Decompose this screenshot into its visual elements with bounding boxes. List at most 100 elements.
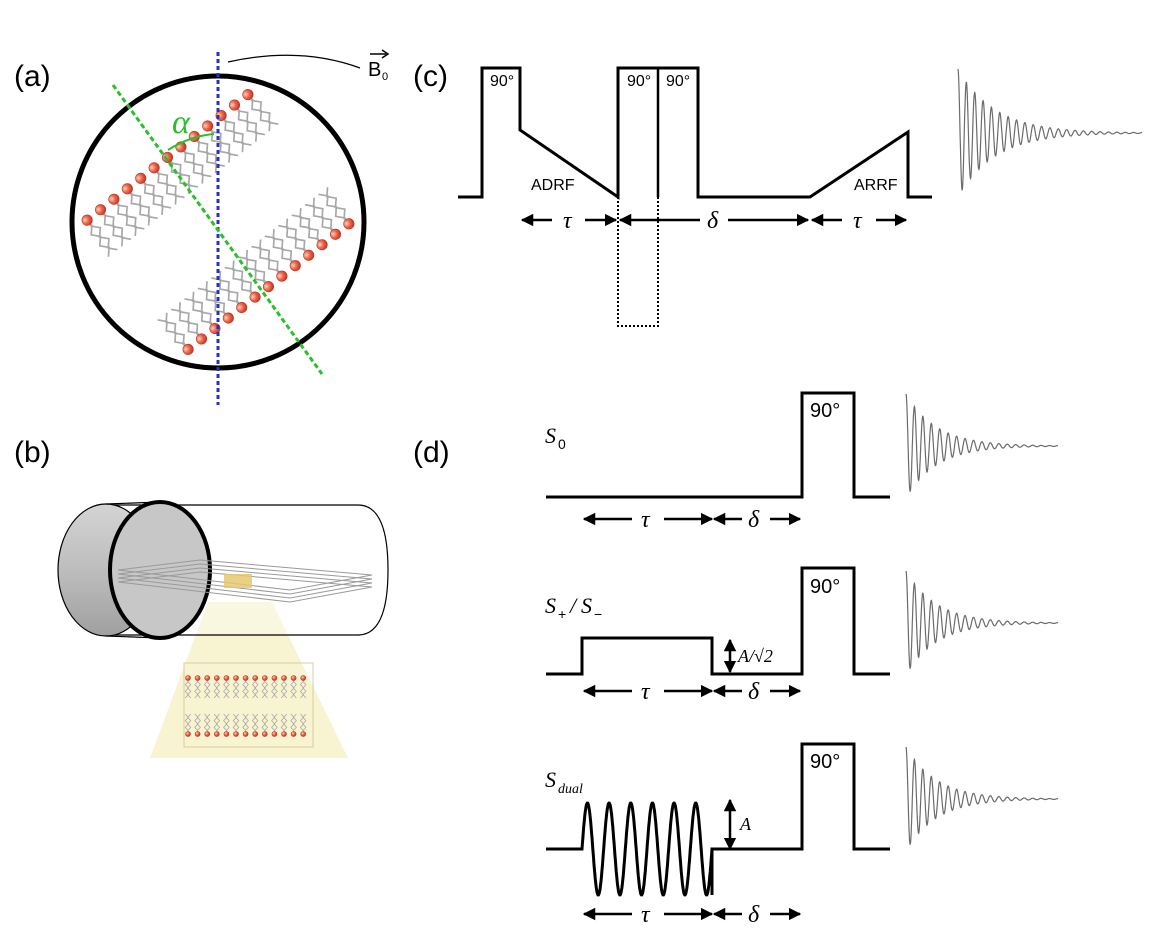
s-plus-symbol: S [545,593,556,618]
s-dual-symbol: S [545,767,556,792]
bilayer-inset [184,675,307,737]
lipid-molecule [299,675,307,699]
lipid-molecule [232,675,240,699]
sequence-s-dual: S dual 90° A τ δ [545,742,1058,928]
lipid-molecule [304,197,342,240]
lipid-molecule [94,204,132,247]
lipid-molecule [224,260,261,303]
pulse-label-s-pm: 90° [810,576,840,598]
lipid-molecule [264,228,301,272]
fid-signal-c [957,68,1143,191]
lipid-molecule [184,675,192,699]
adrf-label: ADRF [531,177,575,194]
lipid-molecule [261,713,269,737]
panel-a: (a) α B 0 [14,49,390,405]
lipid-molecule [135,172,172,216]
lipid-molecule [203,713,211,737]
lipid-molecule [271,675,278,699]
lipid-molecule [271,713,278,737]
panel-d: (d) S 0 90° τ δ S + / S − 90° A/√2 [413,391,1058,928]
lipid-molecule [261,675,269,699]
delta-label-c: δ [707,208,719,234]
pulse-label-s0: 90° [810,400,840,422]
lipid-molecule [291,208,328,251]
s0-symbol: S [545,423,556,448]
lipid-molecule [148,162,185,205]
panel-c: (c) 90° 90° 90° ADRF ARRF τ δ τ [413,60,1143,327]
lipid-molecule [157,312,194,355]
bilayer-inset-frame [183,662,314,748]
amplitude-label-s-dual: A [739,814,752,834]
lipid-molecule [232,713,240,737]
lipid-molecule [228,99,266,142]
lipid-molecule [242,675,249,699]
tau-label-s-pm: τ [641,679,651,705]
pulse-label-1: 90° [490,73,514,90]
lipid-molecule [223,675,230,699]
lipid-molecule [278,218,315,261]
lipid-molecule [237,249,275,293]
panel-d-label: (d) [413,436,450,469]
s-minus-symbol: S [581,593,592,618]
lipid-molecule [318,187,355,230]
lipid-molecule [290,713,297,737]
lipid-molecule [194,675,201,699]
s-dual-subscript: dual [558,782,583,797]
lipid-molecule [121,183,158,226]
panel-b: (b) [14,436,389,758]
pulse-label-2: 90° [627,73,651,90]
s-plus-subscript: + [558,606,566,622]
lipid-molecule [280,675,288,699]
lipid-molecule [251,675,259,699]
lipid-molecule [280,713,288,737]
lipid-molecule [184,291,221,335]
b0-leader-line [227,54,361,69]
b0-label: B 0 [368,49,390,83]
arrf-label: ARRF [854,177,898,194]
amplitude-label-s-pm: A/√2 [737,646,773,666]
tube-end-front [108,500,212,640]
lipid-molecule [194,713,201,737]
tau-label-c1: τ [563,208,573,234]
fid-signal-s-pm [905,570,1058,670]
s0-subscript: 0 [558,436,566,452]
lipid-molecule [170,302,208,345]
lipid-molecule [197,281,234,324]
panel-b-label: (b) [14,436,51,469]
delta-label-s0: δ [748,507,760,533]
pulse-label-s-dual: 90° [810,751,840,773]
lipid-molecule [290,675,297,699]
lipid-molecule [211,270,248,314]
lipid-molecule [202,120,239,163]
angle-arc [167,133,215,151]
delta-label-s-dual: δ [748,902,760,928]
sample-region [224,574,252,588]
pulse-line-s-dual [546,742,890,897]
fid-signal-s0 [905,393,1058,493]
alpha-symbol: α [172,104,191,141]
lipid-molecule [223,713,230,737]
sequence-s-plus-minus: S + / S − 90° A/√2 τ δ [545,566,1058,705]
lipid-molecule [108,193,145,236]
delta-label-s-pm: δ [748,679,760,705]
slash: / [568,593,578,618]
lipid-molecule [213,713,221,737]
lipid-molecule [184,713,192,737]
lipid-molecule [251,239,288,282]
director-axis-line [111,84,324,375]
tau-label-s0: τ [641,507,651,533]
b0-symbol: B [368,59,381,81]
b0-subscript: 0 [382,71,388,83]
pulse-line-s0 [546,391,890,499]
lipid-molecule [213,675,221,699]
panel-a-label: (a) [14,60,51,93]
tau-label-s-dual: τ [641,902,651,928]
fid-signal-s-dual [905,746,1058,846]
lipid-molecule [251,713,259,737]
lipid-molecule [203,675,211,699]
pulse-line-s-pm [546,566,890,676]
lipid-molecule [242,713,249,737]
tau-label-c2: τ [853,208,863,234]
magnification-beam [150,602,348,758]
